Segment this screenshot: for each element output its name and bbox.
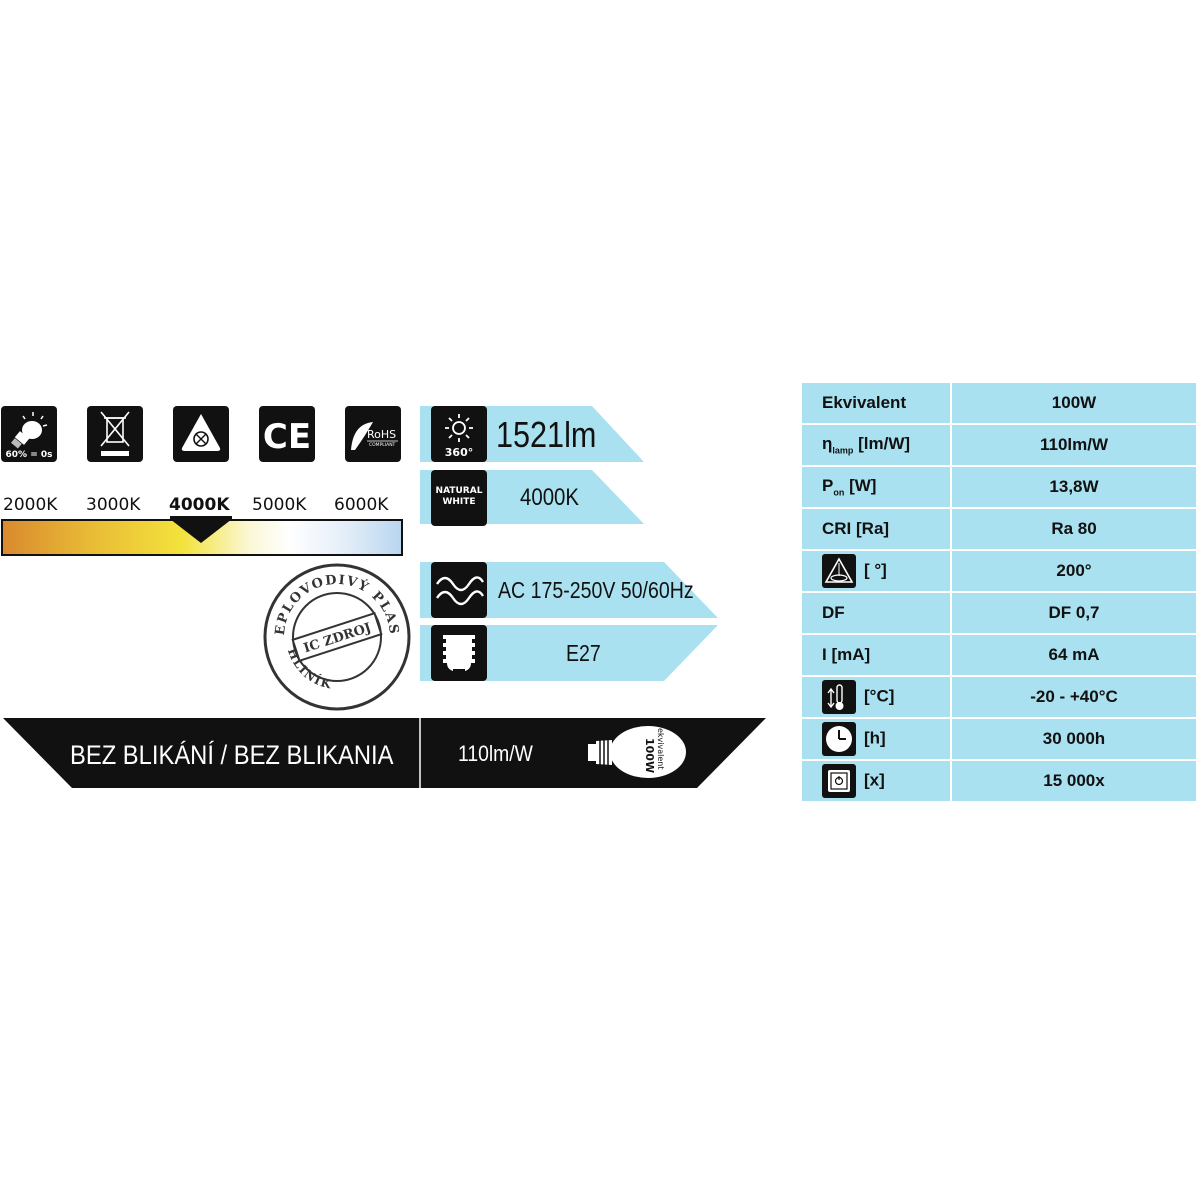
voltage-value: AC 175-250V 50/60Hz <box>498 577 694 603</box>
socket-value: E27 <box>566 640 601 666</box>
row-value-equivalent: 100W <box>950 381 1198 425</box>
equivalent-label: ekvivalent <box>656 728 665 770</box>
clock-icon <box>822 722 856 756</box>
ce-mark: CE <box>263 417 311 457</box>
table-row: CRI [Ra] Ra 80 <box>800 507 1198 551</box>
label-lifetime: [h] <box>864 728 886 748</box>
table-row: Ekvivalent 100W <box>800 381 1198 425</box>
power-switch-icon <box>822 764 856 798</box>
sun-360-icon: 360° <box>431 406 487 462</box>
beam-angle-icon <box>822 554 856 588</box>
label-eta-sub: lamp <box>832 445 854 456</box>
thermometer-icon <box>822 680 856 714</box>
table-row: [ °] 200° <box>800 549 1198 593</box>
bulb-equivalent-icon: ekvivalent 100W <box>588 726 686 778</box>
kelvin-label-3000: 3000K <box>86 495 141 515</box>
label-eta-unit: [lm/W] <box>853 434 911 454</box>
row-label-lifetime: [h] <box>800 717 952 761</box>
row-value-cri: Ra 80 <box>950 507 1198 551</box>
kelvin-label-6000: 6000K <box>334 495 389 515</box>
color-temperature-pointer <box>170 519 232 543</box>
table-row: [°C] -20 - +40°C <box>800 675 1198 719</box>
row-value-lifetime: 30 000h <box>950 717 1198 761</box>
socket-icon <box>431 625 487 681</box>
light-tile-line1: NATURAL <box>435 486 483 496</box>
ac-wave-icon <box>431 562 487 618</box>
rohs-label: RoHS <box>367 428 396 441</box>
row-value-beam-angle: 200° <box>950 549 1198 593</box>
lumen-value: 1521lm <box>496 414 597 455</box>
color-temperature-value: 4000K <box>520 484 579 511</box>
label-switching: [x] <box>864 770 885 790</box>
natural-white-tile: NATURAL WHITE <box>431 470 487 526</box>
table-row: ηlamp [lm/W] 110lm/W <box>800 423 1198 467</box>
rohs-sub: COMPLIANT <box>369 442 396 448</box>
row-value-current: 64 mA <box>950 633 1198 677</box>
row-value-switching: 15 000x <box>950 759 1198 803</box>
socket-banner <box>420 625 718 681</box>
kelvin-label-4000: 4000K <box>169 495 230 515</box>
spec-table: Ekvivalent 100W ηlamp [lm/W] 110lm/W Pon… <box>800 381 1198 803</box>
label-temperature: [°C] <box>864 686 895 706</box>
light-tile-line2: WHITE <box>442 497 476 507</box>
row-value-df: DF 0,7 <box>950 591 1198 635</box>
rohs-icon: RoHS COMPLIANT <box>345 406 401 462</box>
row-label-equivalent: Ekvivalent <box>800 381 952 425</box>
label-p-sub: on <box>833 487 845 498</box>
table-row: [h] 30 000h <box>800 717 1198 761</box>
startup-icon: 60% = 0s <box>1 406 57 462</box>
no-flicker-label: BEZ BLIKÁNÍ / BEZ BLIKANIA <box>70 740 394 770</box>
table-row: DF DF 0,7 <box>800 591 1198 635</box>
label-beam-angle: [ °] <box>864 560 887 580</box>
row-label-temperature: [°C] <box>800 675 952 719</box>
voltage-banner <box>420 562 718 618</box>
efficacy-label: 110lm/W <box>458 741 533 766</box>
row-value-temperature: -20 - +40°C <box>950 675 1198 719</box>
row-value-efficacy: 110lm/W <box>950 423 1198 467</box>
kelvin-underline <box>170 516 232 519</box>
table-row: I [mA] 64 mA <box>800 633 1198 677</box>
row-value-power: 13,8W <box>950 465 1198 509</box>
crossed-bin-icon <box>87 406 143 462</box>
row-label-cri: CRI [Ra] <box>800 507 952 551</box>
table-row: [x] 15 000x <box>800 759 1198 803</box>
startup-caption: 60% = 0s <box>5 450 53 460</box>
row-label-beam-angle: [ °] <box>800 549 952 593</box>
heat-conductive-stamp: TEPLOVODIVÝ PLAST HLINÍK + IC ZDROJ <box>262 562 411 711</box>
label-eta: η <box>822 434 833 454</box>
row-label-current: I [mA] <box>800 633 952 677</box>
row-label-power: Pon [W] <box>800 465 952 509</box>
label-p-unit: [W] <box>844 476 877 496</box>
lumen-tile-caption: 360° <box>444 446 474 459</box>
triangle-luminaire-icon <box>173 406 229 462</box>
kelvin-label-2000: 2000K <box>3 495 58 515</box>
ce-mark-icon: CE <box>259 406 315 462</box>
table-row: Pon [W] 13,8W <box>800 465 1198 509</box>
label-p: P <box>822 476 834 496</box>
row-label-switching: [x] <box>800 759 952 803</box>
row-label-efficacy: ηlamp [lm/W] <box>800 423 952 467</box>
kelvin-label-5000: 5000K <box>252 495 307 515</box>
row-label-df: DF <box>800 591 952 635</box>
equivalent-watts: 100W <box>643 738 656 773</box>
